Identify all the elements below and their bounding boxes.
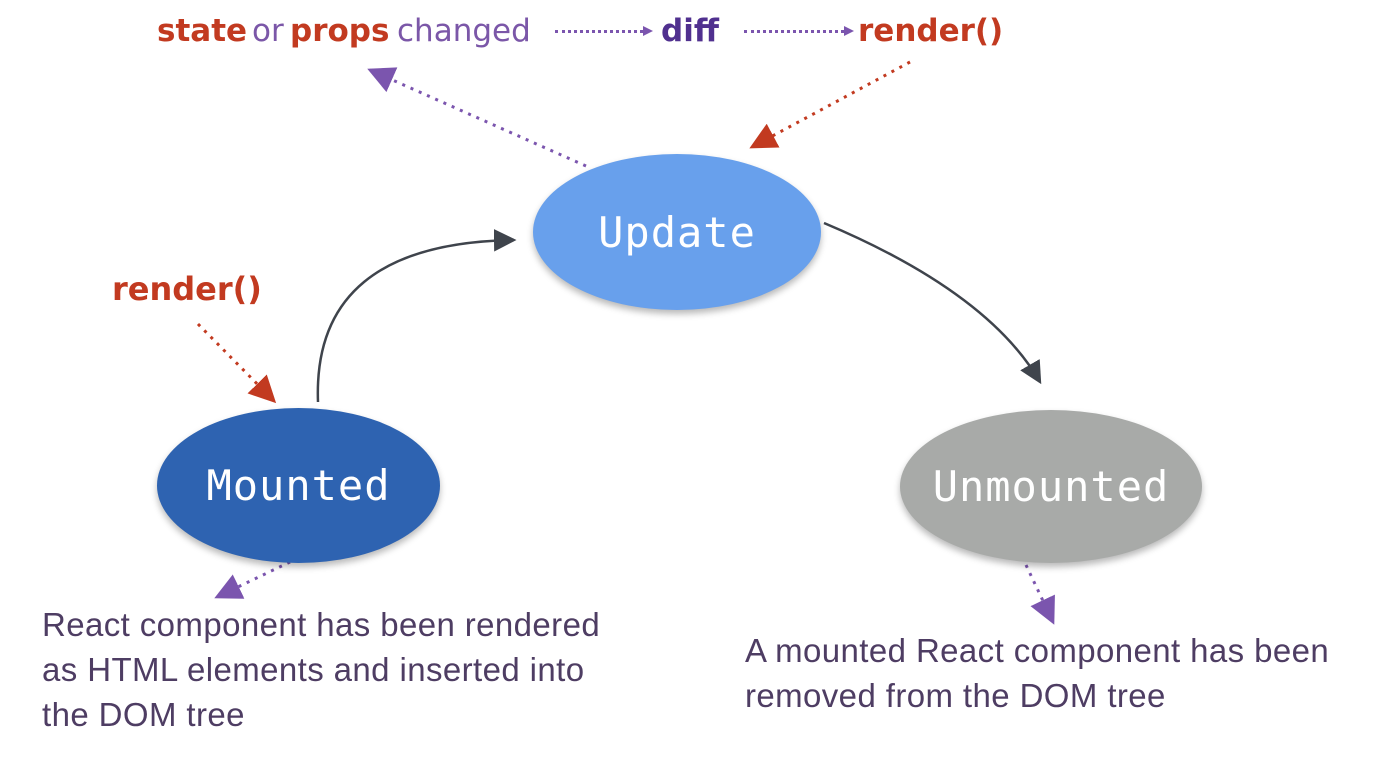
unmounted-description-line: A mounted React component has been bbox=[745, 632, 1330, 669]
node-update-label: Update bbox=[598, 207, 756, 257]
render-to-mounted-arrow-icon bbox=[196, 322, 277, 404]
update-to-changed-arrow-icon bbox=[367, 67, 587, 168]
update-to-unmounted-arrow-icon bbox=[823, 221, 1042, 385]
node-mounted: Mounted bbox=[157, 408, 440, 563]
label-or: or bbox=[252, 13, 284, 49]
node-unmounted-label: Unmounted bbox=[932, 462, 1170, 511]
label-props: props bbox=[290, 13, 390, 49]
mounted-description-line: React component has been rendered bbox=[42, 606, 601, 643]
mounted-to-description-arrow-icon bbox=[214, 560, 291, 599]
mounted-description-line: as HTML elements and inserted into bbox=[42, 651, 585, 688]
node-mounted-label: Mounted bbox=[206, 461, 391, 510]
label-render-mounted: render() bbox=[112, 270, 262, 308]
unmounted-description-line: removed from the DOM tree bbox=[745, 677, 1166, 714]
label-changed: changed bbox=[397, 13, 531, 49]
unmounted-to-description-arrow-icon bbox=[1024, 564, 1055, 625]
node-unmounted: Unmounted bbox=[900, 410, 1202, 563]
node-update: Update bbox=[533, 154, 821, 310]
diff-to-render-arrow-icon bbox=[744, 26, 854, 36]
label-diff: diff bbox=[661, 13, 719, 49]
flow-strip: state or props changed diff render() bbox=[0, 10, 1396, 62]
mounted-to-update-arrow-icon bbox=[316, 229, 517, 403]
unmounted-description: A mounted React component has been remov… bbox=[745, 628, 1329, 718]
changed-to-diff-arrow-icon bbox=[555, 26, 653, 36]
mounted-description: React component has been rendered as HTM… bbox=[42, 602, 600, 737]
render-to-update-arrow-icon bbox=[749, 60, 911, 149]
label-state: state bbox=[157, 13, 248, 49]
mounted-description-line: the DOM tree bbox=[42, 696, 245, 733]
label-render-top: render() bbox=[858, 13, 1004, 49]
